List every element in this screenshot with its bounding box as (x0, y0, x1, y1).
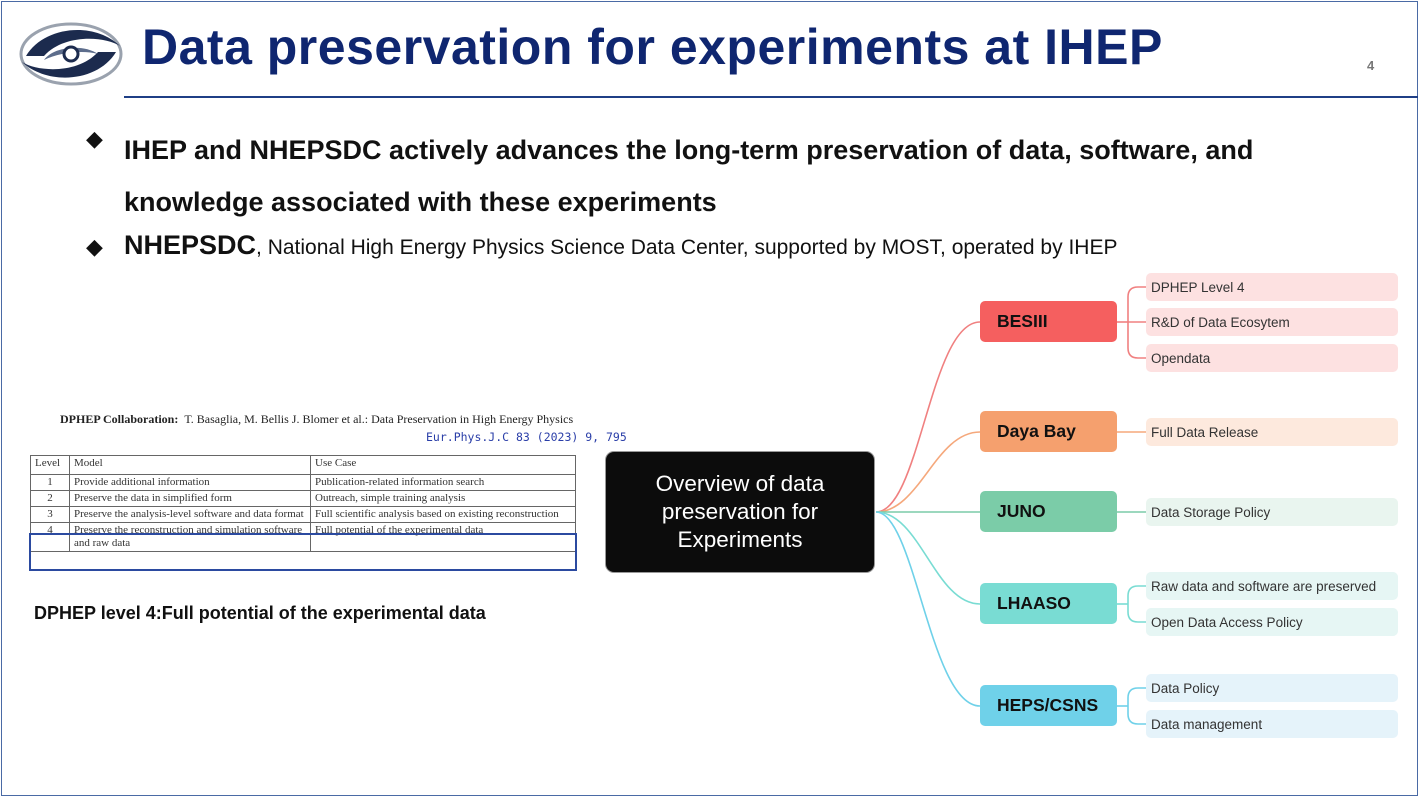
mindmap-leaf: Full Data Release (1146, 418, 1398, 446)
mindmap-node-juno: JUNO (980, 491, 1117, 532)
citation-authors: T. Basaglia, M. Bellis J. Blomer et al.:… (184, 412, 574, 426)
table-cell: Outreach, simple training analysis (310, 490, 576, 507)
diamond-bullet-icon: ◆ (86, 126, 103, 151)
page-title: Data preservation for experiments at IHE… (142, 19, 1163, 75)
level-4-highlight (29, 533, 577, 571)
mindmap-leaf: Raw data and software are preserved (1146, 572, 1398, 600)
table-caption: DPHEP level 4:Full potential of the expe… (34, 603, 486, 623)
table-header: Level (30, 455, 70, 475)
citation-reference: Eur.Phys.J.C 83 (2023) 9, 795 (426, 430, 627, 444)
mindmap-leaf: R&D of Data Ecosytem (1146, 308, 1398, 336)
table-row: 2 Preserve the data in simplified form O… (30, 490, 576, 507)
page-number: 4 (1367, 58, 1375, 73)
citation: DPHEP Collaboration: T. Basaglia, M. Bel… (60, 412, 573, 427)
mindmap-node-heps-csns: HEPS/CSNS (980, 685, 1117, 726)
dphep-level-table: Level Model Use Case 1 Provide additiona… (30, 455, 576, 552)
mindmap-leaf: Data Storage Policy (1146, 498, 1398, 526)
bullet-strong-text: NHEPSDC (124, 230, 257, 260)
mindmap-leaf: Opendata (1146, 344, 1398, 372)
ihep-logo-icon (19, 22, 123, 86)
mindmap-center-node: Overview of data preservation for Experi… (606, 452, 874, 572)
title-divider (124, 96, 1418, 98)
bullet-rest-text: , National High Energy Physics Science D… (256, 236, 1118, 259)
bullet-text: IHEP and NHEPSDC actively advances the l… (124, 135, 1254, 217)
mindmap-leaf: DPHEP Level 4 (1146, 273, 1398, 301)
table-cell: Full potential of the experimental data (310, 522, 576, 552)
mindmap-node-daya-bay: Daya Bay (980, 411, 1117, 452)
mindmap-center-label: Overview of data preservation for Experi… (655, 471, 825, 552)
mindmap-leaf: Data Policy (1146, 674, 1398, 702)
mindmap-node-besiii: BESIII (980, 301, 1117, 342)
diamond-bullet-icon: ◆ (86, 234, 103, 259)
mindmap-leaf: Data management (1146, 710, 1398, 738)
table-row: 1 Provide additional information Publica… (30, 474, 576, 491)
citation-label: DPHEP Collaboration: (60, 412, 179, 426)
mindmap-leaf: Open Data Access Policy (1146, 608, 1398, 636)
mindmap-node-lhaaso: LHAASO (980, 583, 1117, 624)
bullet-text: NHEPSDC, National High Energy Physics Sc… (124, 230, 1117, 263)
